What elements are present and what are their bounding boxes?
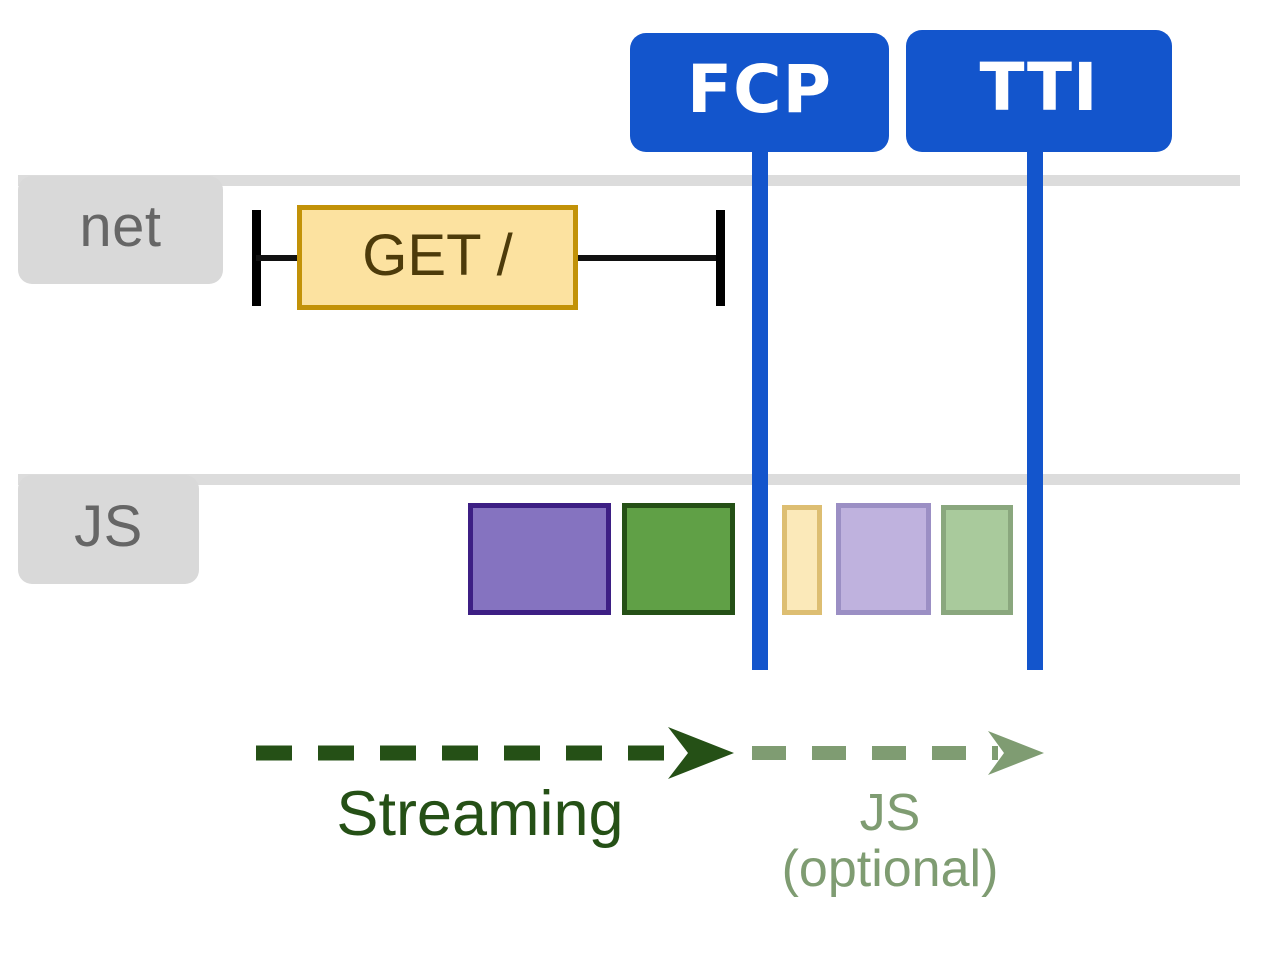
fcp-badge[interactable]: FCP — [630, 33, 889, 152]
lane-label-js: JS — [18, 475, 199, 584]
js-optional-caption: JS (optional) — [730, 785, 1050, 897]
task-yellow-faded — [782, 505, 822, 615]
tti-marker-line — [1027, 140, 1043, 670]
streaming-arrow-icon — [256, 727, 734, 779]
request-wait-line-left — [256, 255, 302, 261]
request-wait-line-right — [574, 255, 720, 261]
task-purple-faded — [836, 503, 931, 615]
lane-separator-net — [18, 175, 1240, 186]
request-end-cap — [716, 210, 725, 306]
js-optional-caption-line2: (optional) — [781, 840, 999, 899]
lane-separator-js — [18, 474, 1240, 485]
js-optional-caption-line1: JS — [859, 784, 921, 842]
lane-label-net: net — [18, 176, 223, 284]
task-green-faded — [941, 505, 1013, 615]
fcp-marker-line — [752, 140, 768, 670]
task-green-solid — [622, 503, 735, 615]
task-purple-solid — [468, 503, 611, 615]
js-optional-arrow-icon — [752, 731, 1044, 775]
streaming-caption: Streaming — [336, 779, 624, 849]
tti-badge[interactable]: TTI — [906, 30, 1172, 152]
request-label-get-root: GET / — [297, 205, 578, 310]
